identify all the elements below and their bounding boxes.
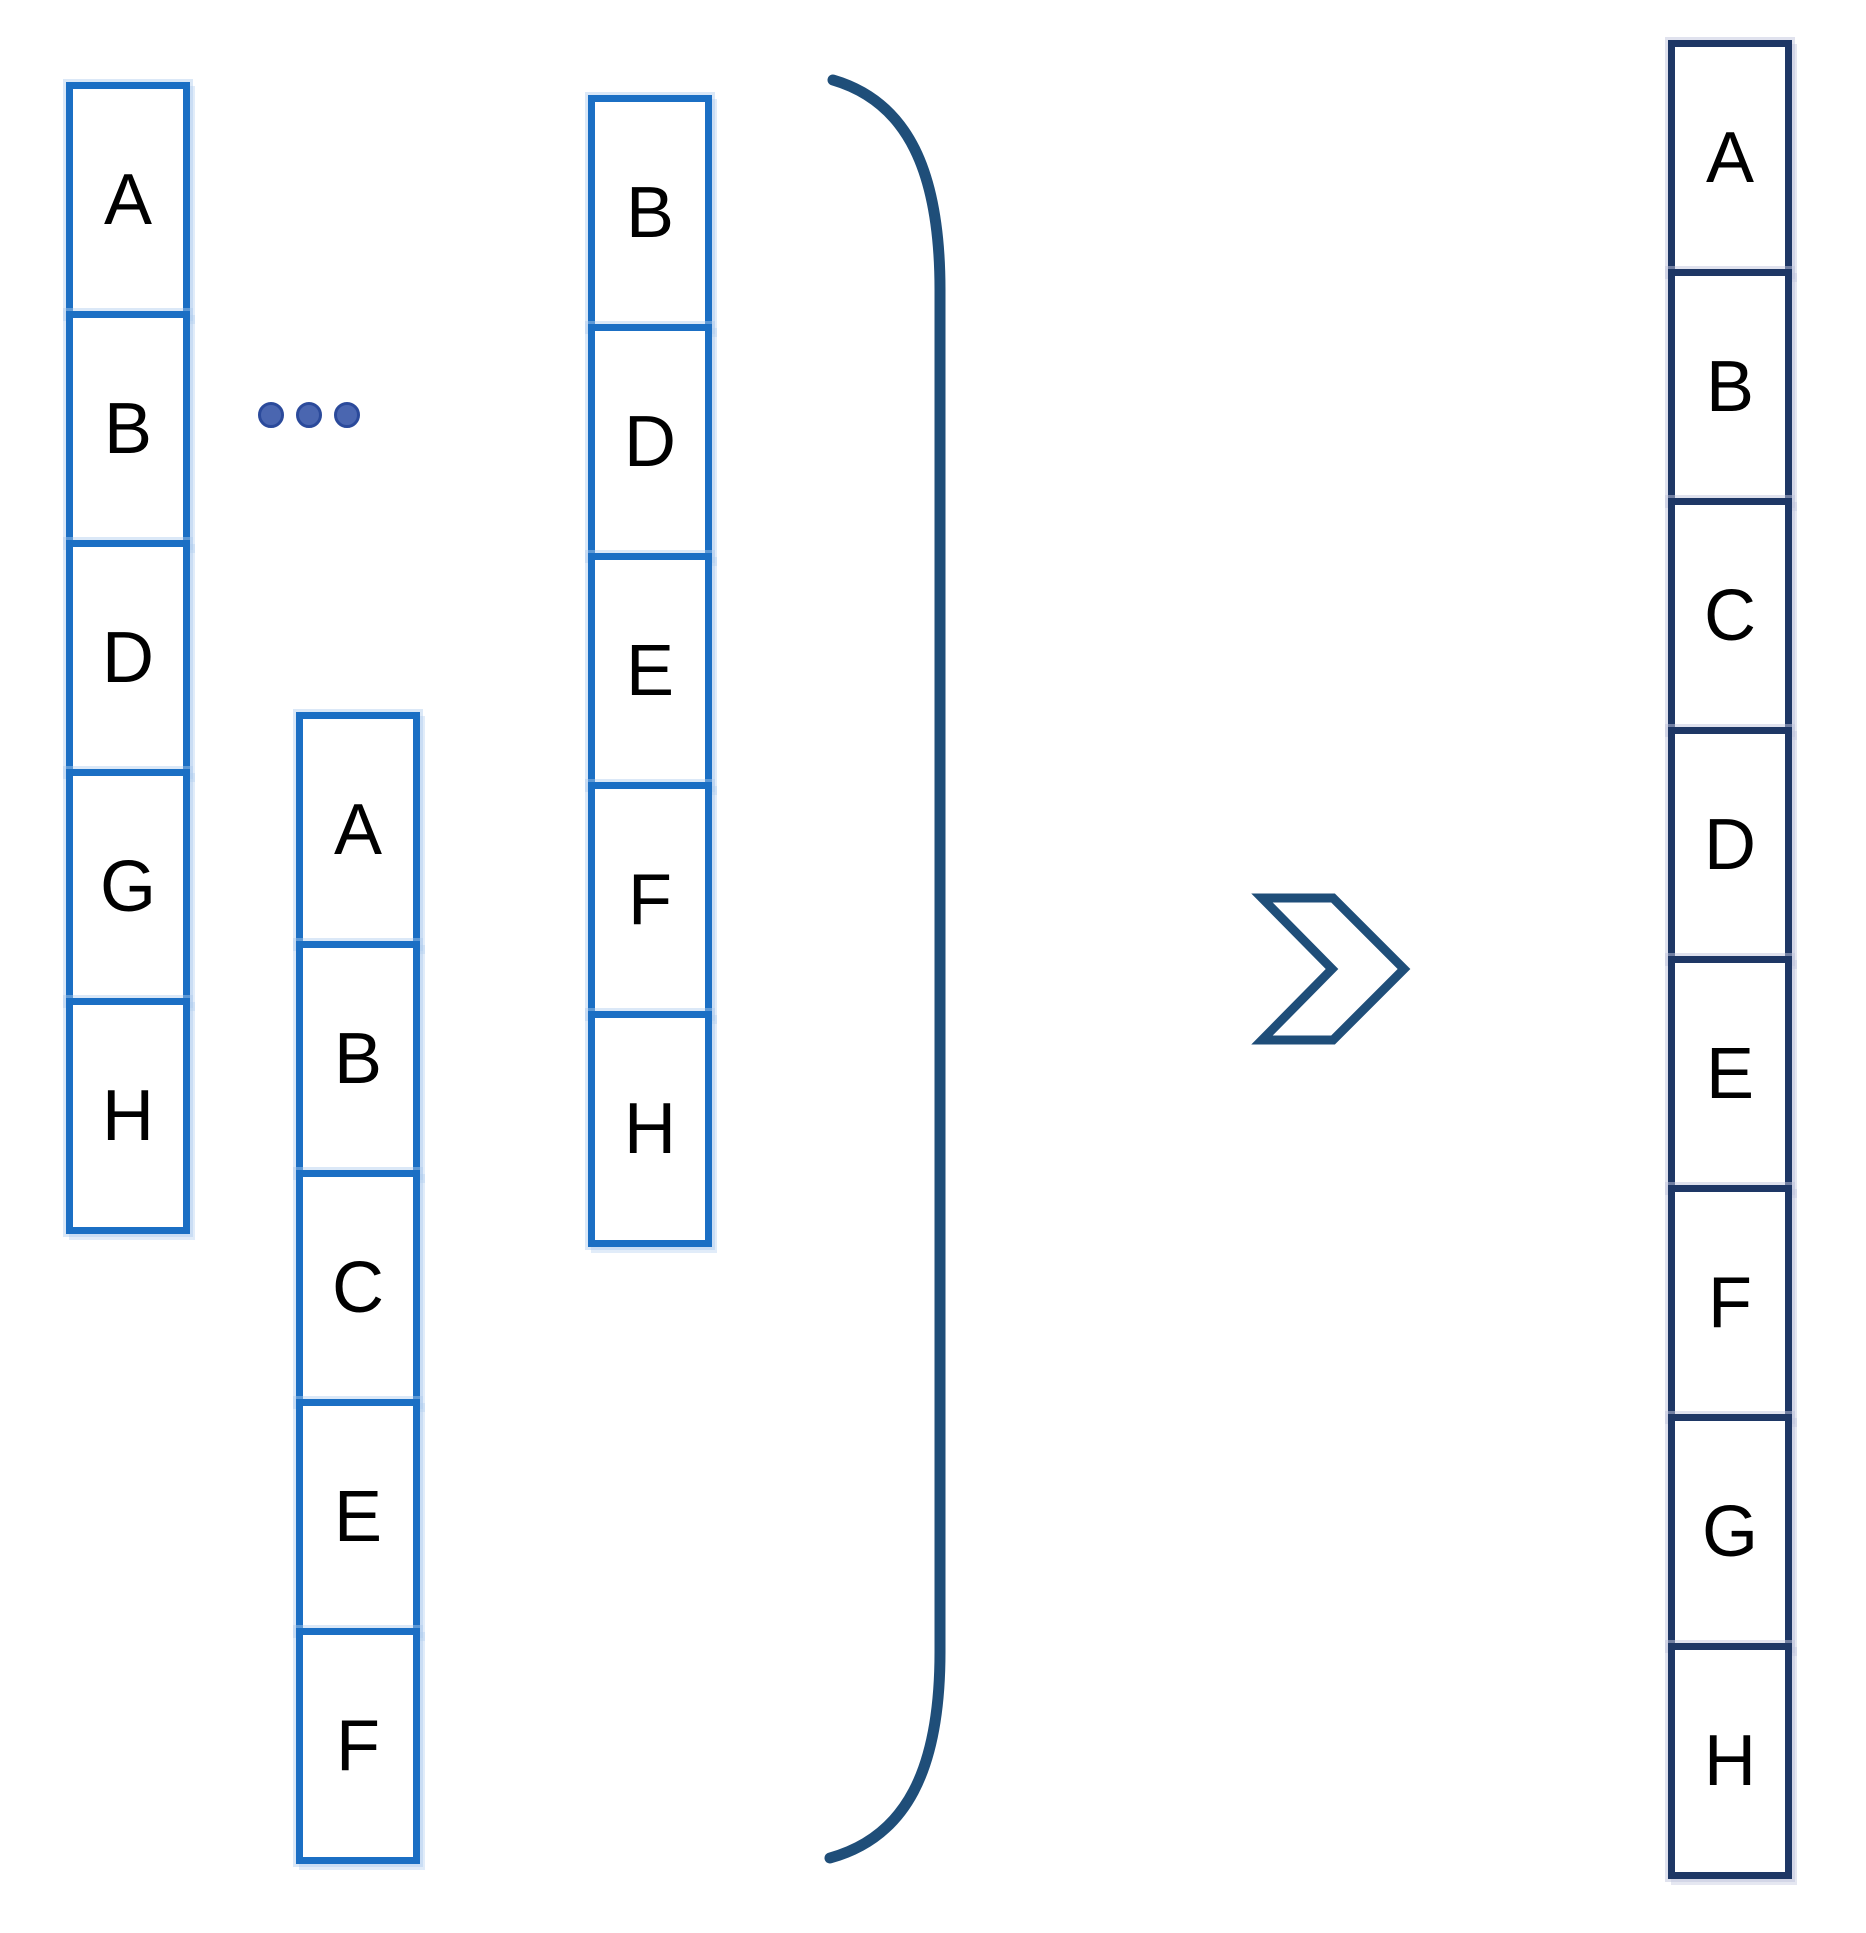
output-column: A B C D E F G H xyxy=(1668,40,1792,1879)
ellipsis-dot xyxy=(334,402,360,428)
cell: A xyxy=(66,82,190,318)
cell: F xyxy=(588,782,712,1018)
ellipsis-dot xyxy=(296,402,322,428)
chevron-right-icon xyxy=(1251,893,1411,1045)
cell: D xyxy=(588,324,712,560)
cell: B xyxy=(588,95,712,331)
ellipsis-dot xyxy=(258,402,284,428)
cell: B xyxy=(66,311,190,547)
cell: C xyxy=(1668,498,1792,734)
cell: A xyxy=(296,712,420,948)
cell: E xyxy=(588,553,712,789)
cell: C xyxy=(296,1170,420,1406)
cell: A xyxy=(1668,40,1792,276)
cell: G xyxy=(1668,1414,1792,1650)
cell: E xyxy=(1668,956,1792,1192)
cell: H xyxy=(1668,1643,1792,1879)
cell: D xyxy=(1668,727,1792,963)
cell: E xyxy=(296,1399,420,1635)
cell: H xyxy=(66,998,190,1234)
cell: B xyxy=(296,941,420,1177)
grouping-bracket-icon xyxy=(824,74,946,1864)
cell: D xyxy=(66,540,190,776)
cell: F xyxy=(296,1628,420,1864)
cell: B xyxy=(1668,269,1792,505)
input-column-3: B D E F H xyxy=(588,95,712,1247)
input-column-1: A B D G H xyxy=(66,82,190,1234)
cell: F xyxy=(1668,1185,1792,1421)
input-column-2: A B C E F xyxy=(296,712,420,1864)
cell: G xyxy=(66,769,190,1005)
cell: H xyxy=(588,1011,712,1247)
